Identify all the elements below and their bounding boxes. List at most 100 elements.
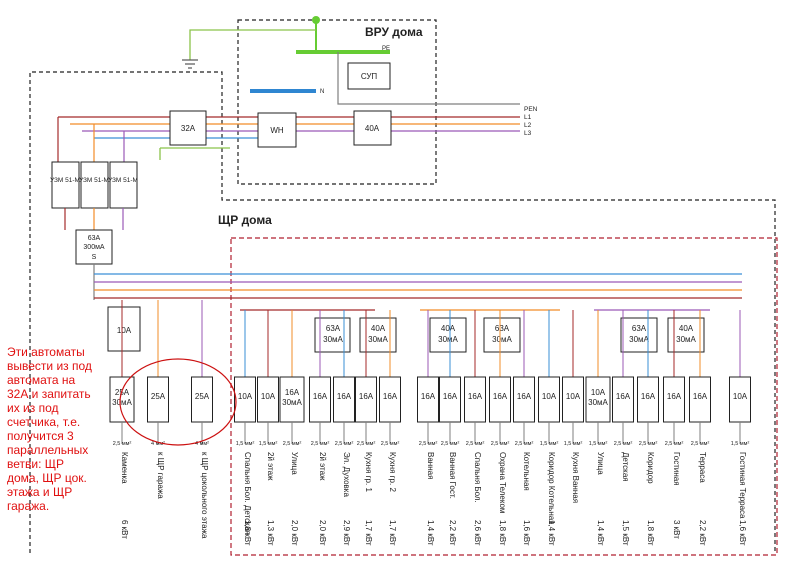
cable-section: 1,5 мм² xyxy=(236,441,255,447)
circuit-name: Охрана Телеком xyxy=(498,452,507,513)
circuit-power: 2,6 кВт xyxy=(473,520,482,546)
cable-section: 2,5 мм² xyxy=(419,441,438,447)
breaker-rating: 10А xyxy=(566,392,581,401)
cable-section: 2,5 мм² xyxy=(311,441,330,447)
rcd-unit-3-rating: 40А xyxy=(441,324,456,333)
breaker-rating: 10А xyxy=(261,392,276,401)
circuit-name: Спальня Бол. Детская xyxy=(243,452,252,535)
cable-section: 2,5 мм² xyxy=(335,441,354,447)
pe-label: PE xyxy=(382,46,390,52)
circuit-2: 25А 4 мм² к ЩР гаража xyxy=(147,300,169,499)
vru-breaker-40a xyxy=(353,110,392,146)
circuit-name: Ванная xyxy=(426,452,435,479)
cable-section: 2,5 мм² xyxy=(665,441,684,447)
cable-section: 2,5 мм² xyxy=(639,441,658,447)
n-label: N xyxy=(320,89,324,95)
cable-section: 2,5 мм² xyxy=(614,441,633,447)
circuit-power: 2,2 кВт xyxy=(448,520,457,546)
breaker-rating: 16А xyxy=(616,392,631,401)
rcd-unit-5 xyxy=(620,317,658,353)
circuit-name: Улица xyxy=(596,452,605,475)
breaker-10a-top xyxy=(107,306,141,352)
circuit-power: 2,2 кВт xyxy=(698,520,707,546)
circuit-power: 2,0 кВт xyxy=(290,520,299,546)
breaker-rating: 16А xyxy=(443,392,458,401)
rcd-unit-6-rating: 40А xyxy=(679,324,694,333)
circuit-name: Каменка xyxy=(120,452,129,484)
rcd-unit-5-leakage: 30мА xyxy=(629,335,649,344)
breaker-10a-top-label: 10А xyxy=(117,326,132,335)
cable-section: 2,5 мм² xyxy=(691,441,710,447)
voltage-relay-1-label: УЗМ 51-М xyxy=(50,177,80,184)
circuit-name: Коридор xyxy=(646,452,655,484)
main-rcd-line-3: S xyxy=(92,254,97,261)
rcd-unit-2-leakage: 30мА xyxy=(368,335,388,344)
main-breaker-32a xyxy=(169,110,207,146)
breaker-rating: 16А xyxy=(383,392,398,401)
cable-section: 4 мм² xyxy=(195,441,209,447)
circuit-name: Гостиная Терраса xyxy=(738,452,747,519)
rcd-unit-5-rating: 63А xyxy=(632,324,647,333)
annotation-note: Эти автоматы вывести из под автомата на … xyxy=(7,345,92,513)
circuit-name: Детская xyxy=(621,452,630,482)
circuit-power: 1,4 кВт xyxy=(596,520,605,546)
circuit-power: 6 кВт xyxy=(120,520,129,539)
circuit-name: Ванная Гост. xyxy=(448,452,457,499)
cable-section: 2,5 мм² xyxy=(283,441,302,447)
cable-section: 1,5 мм² xyxy=(589,441,608,447)
breaker-rating: 30мА xyxy=(112,398,132,407)
breaker-rating: 16А xyxy=(421,392,436,401)
main-buses: PEN L1 L2 L3 xyxy=(58,106,538,160)
circuit-power: 1,8 кВт xyxy=(646,520,655,546)
circuit-name: Коридор Котельная xyxy=(547,452,556,525)
rcd-unit-1-rating: 63А xyxy=(326,324,341,333)
cable-section: 1,5 мм² xyxy=(731,441,750,447)
cable-section: 2,5 мм² xyxy=(515,441,534,447)
circuit-name: 2й этаж xyxy=(266,452,275,481)
energy-meter xyxy=(257,112,297,148)
bus-label-l2: L2 xyxy=(524,122,532,129)
breaker-rating: 16А xyxy=(313,392,328,401)
cable-section: 2,5 мм² xyxy=(113,441,132,447)
circuit-name: Эл. Духовка xyxy=(342,452,351,497)
circuit-name: Кухня гр. 2 xyxy=(388,452,397,492)
cable-section: 2,5 мм² xyxy=(441,441,460,447)
group-enclosure xyxy=(230,237,778,556)
vru-breaker-label: 40А xyxy=(365,124,380,133)
rcd-unit-2-rating: 40А xyxy=(371,324,386,333)
breaker-rating: 16А xyxy=(285,388,300,397)
circuit-name: Гостиная xyxy=(672,452,681,486)
breaker-rating: 16А xyxy=(468,392,483,401)
circuit-name: Кухня Ванная xyxy=(571,452,580,503)
circuit-name: к ЩР цокольного этажа xyxy=(200,452,209,539)
breaker-rating: 25А xyxy=(151,392,166,401)
breaker-rating: 10А xyxy=(238,392,253,401)
circuit-name: к ЩР гаража xyxy=(156,452,165,499)
bus-label-pen: PEN xyxy=(524,106,538,113)
cable-section: 1,5 мм² xyxy=(540,441,559,447)
shr-enclosure xyxy=(29,71,776,553)
breaker-rating: 16А xyxy=(359,392,374,401)
breaker-rating: 16А xyxy=(517,392,532,401)
circuit-power: 1,8 кВт xyxy=(498,520,507,546)
cable-section: 4 мм² xyxy=(151,441,165,447)
circuit-power: 1,7 кВт xyxy=(364,520,373,546)
rcd-unit-3-leakage: 30мА xyxy=(438,335,458,344)
breaker-rating: 30мА xyxy=(282,398,302,407)
distribution-buses xyxy=(93,264,742,311)
circuit-power: 1,6 кВт xyxy=(522,520,531,546)
circuit-power: 1,6 кВт xyxy=(738,520,747,546)
